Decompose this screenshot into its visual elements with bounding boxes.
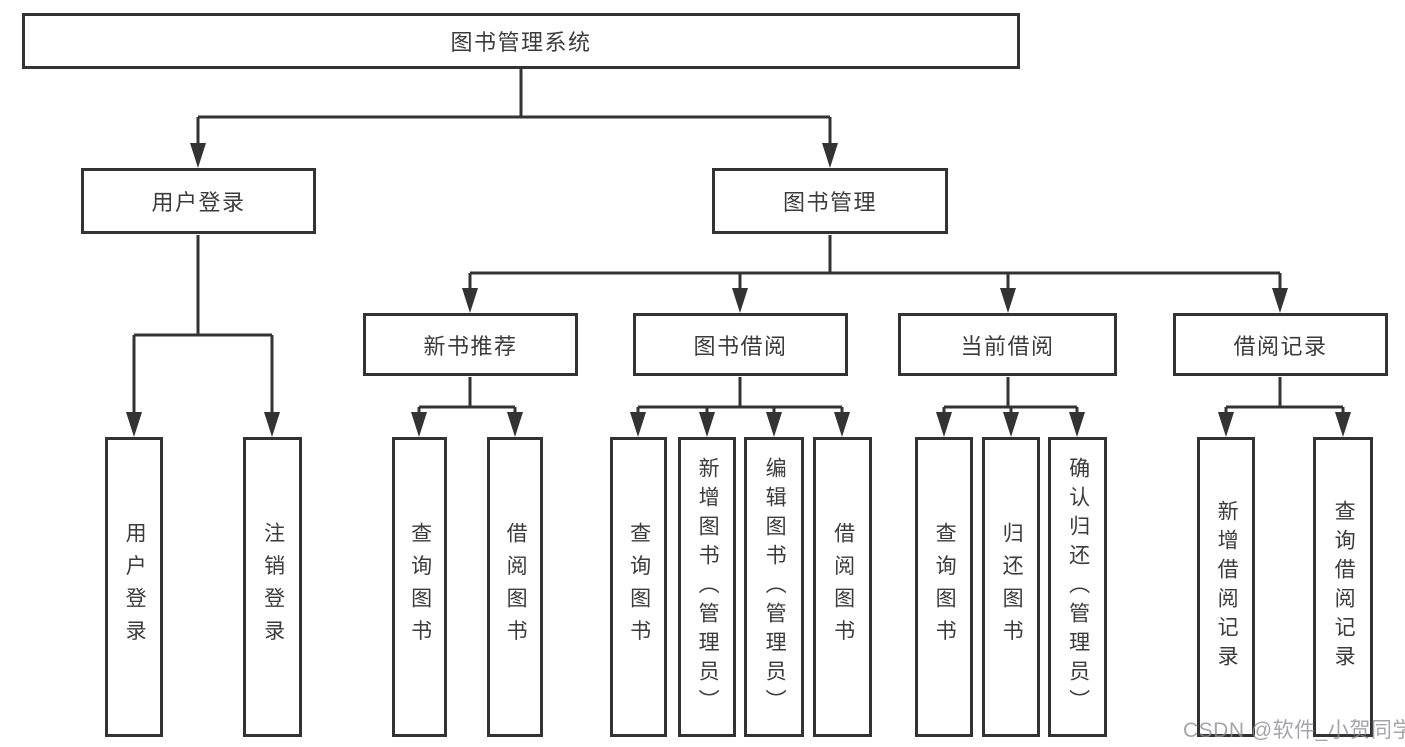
node-borrow-query: 查询图书 [610,437,667,737]
node-label: 编辑图书（管理员） [763,456,787,718]
node-book-borrow: 图书借阅 [633,313,848,376]
node-user-logout-leaf: 注销登录 [243,437,302,737]
node-borrow-add-admin: 新增图书（管理员） [678,437,736,737]
node-label: 查询借阅记录 [1332,500,1356,674]
node-borrow-edit-admin: 编辑图书（管理员） [744,437,804,737]
node-label: 借阅图书 [831,521,855,653]
node-user-login-leaf: 用户登录 [105,437,163,737]
node-newbook-borrow: 借阅图书 [487,437,543,737]
watermark: CSDN @软件_小贺同学 [1183,719,1405,742]
node-label: 归还图书 [1000,521,1024,653]
node-label: 新增借阅记录 [1215,500,1239,674]
node-newbook-query: 查询图书 [392,437,447,737]
node-current-return: 归还图书 [982,437,1040,737]
node-label: 借阅图书 [504,521,528,653]
node-book-management: 图书管理 [712,168,948,234]
node-label: 查询图书 [933,521,957,653]
node-user-login: 用户登录 [81,168,316,234]
node-label: 注销登录 [261,521,285,653]
node-borrow-records: 借阅记录 [1173,313,1388,376]
node-label: 新增图书（管理员） [696,456,720,718]
node-borrow-borrow: 借阅图书 [813,437,872,737]
node-current-query: 查询图书 [915,437,973,737]
node-label: 用户登录 [123,521,147,653]
node-records-query: 查询借阅记录 [1313,437,1373,737]
node-records-add: 新增借阅记录 [1197,437,1255,737]
node-current-borrow: 当前借阅 [898,313,1117,376]
node-current-confirm-admin: 确认归还（管理员） [1048,437,1107,737]
node-new-book-recommend: 新书推荐 [363,313,578,376]
node-label: 确认归还（管理员） [1066,456,1090,718]
node-label: 查询图书 [627,521,651,653]
node-root: 图书管理系统 [22,13,1020,69]
node-label: 查询图书 [408,521,432,653]
